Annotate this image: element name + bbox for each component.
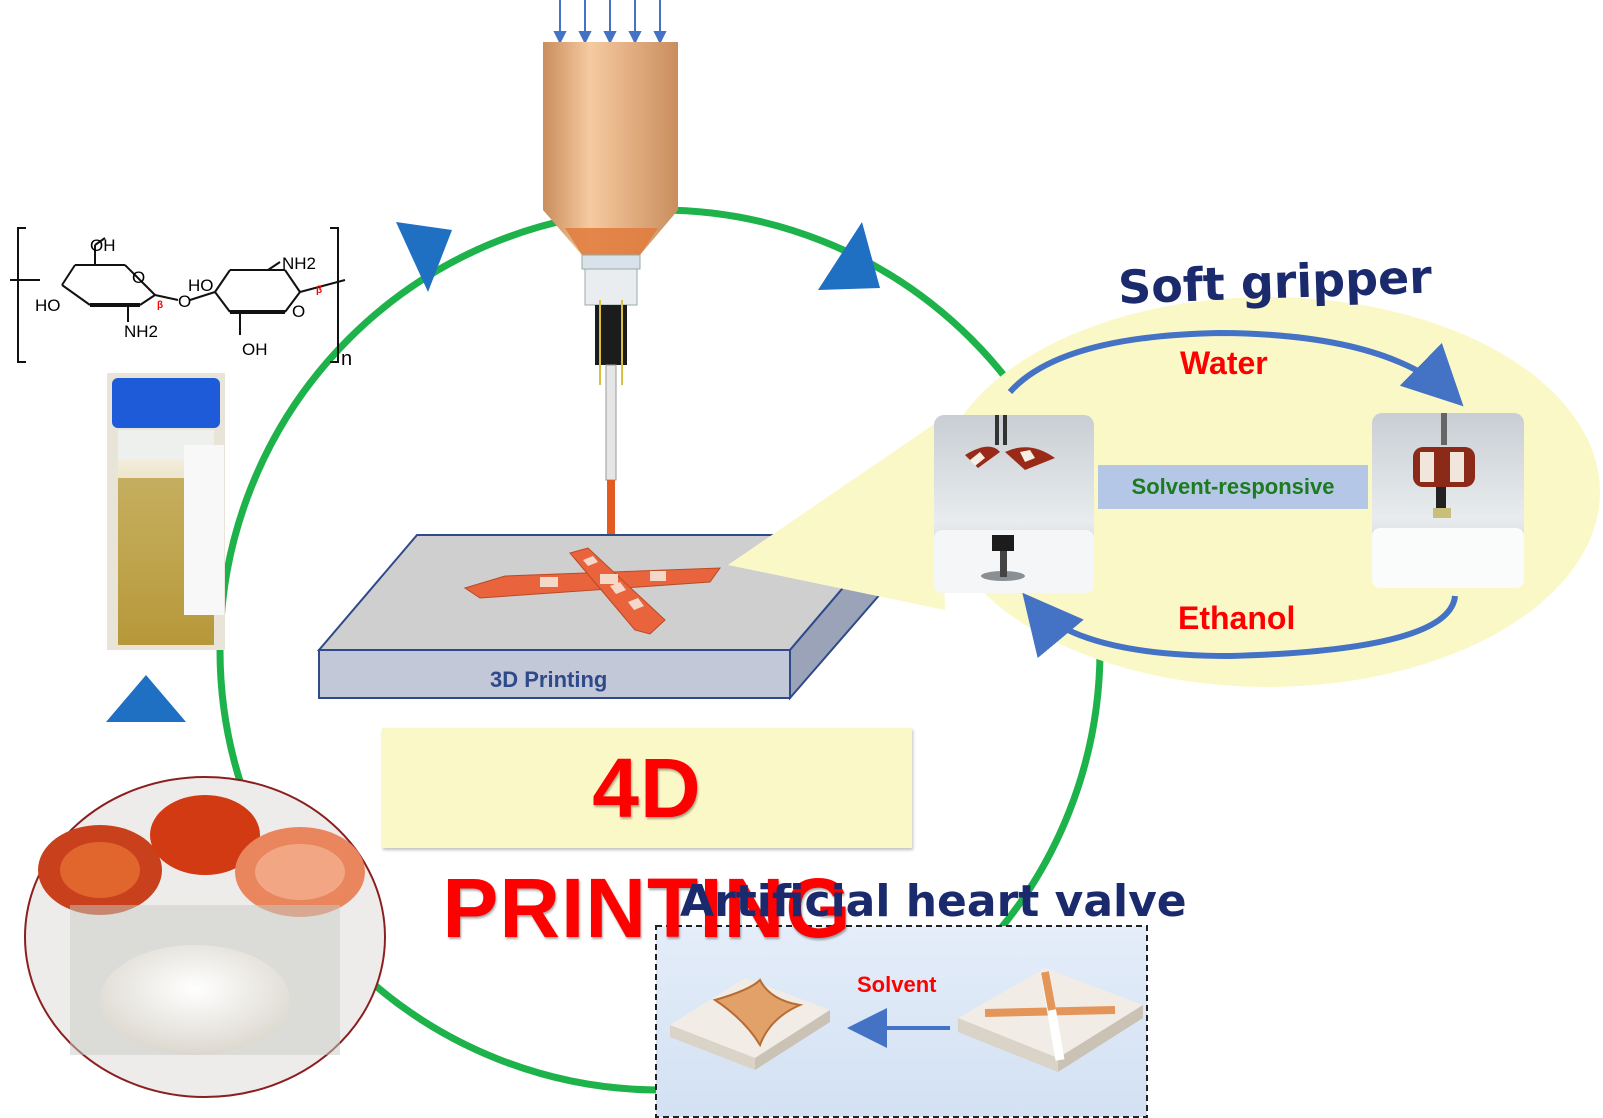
chitosan-structure xyxy=(10,227,346,363)
heart-valve-panel xyxy=(655,925,1148,1118)
gripper-closed-photo xyxy=(1372,413,1524,588)
printer-nozzle xyxy=(543,0,678,560)
gripper-open-photo xyxy=(934,415,1094,593)
solvent-responsive-label: Solvent-responsive xyxy=(1098,465,1368,509)
chem-repeat-n: n xyxy=(341,348,353,370)
chem-ho-mid: HO xyxy=(188,276,214,295)
soft-gripper-title: Soft gripper xyxy=(1117,249,1433,315)
water-label: Water xyxy=(1180,345,1268,381)
cycle-arrow-left xyxy=(396,222,452,292)
ethanol-arrow xyxy=(1022,592,1458,660)
chem-beta-1: β xyxy=(157,300,164,311)
page-title: 4D PRINTING xyxy=(442,741,852,955)
sample-tube xyxy=(107,373,225,650)
water-arrow xyxy=(1007,329,1464,407)
3d-printing-label: 3D Printing xyxy=(490,667,608,692)
chem-oh-bottom: OH xyxy=(242,340,268,359)
title-box: 4D PRINTING xyxy=(382,728,912,955)
chem-o-link: O xyxy=(178,292,192,311)
cycle-arrow-right xyxy=(818,222,880,290)
source-materials xyxy=(24,776,386,1098)
solvent-label: Solvent xyxy=(857,972,937,997)
printed-cross xyxy=(463,547,721,635)
input-arrows xyxy=(553,0,667,45)
chem-nh2-bottom: NH2 xyxy=(124,322,159,341)
ethanol-label: Ethanol xyxy=(1178,600,1296,636)
chem-o-ring1: O xyxy=(132,268,146,287)
chem-nh2-right: NH2 xyxy=(282,254,317,273)
chem-beta-2: β xyxy=(316,285,323,296)
chem-o-ring2: O xyxy=(292,302,306,321)
chem-oh-top: OH xyxy=(90,236,116,255)
chem-ho-left: HO xyxy=(35,296,61,315)
cycle-arrow-bottom-left xyxy=(106,675,186,722)
heart-valve-title: Artificial heart valve xyxy=(680,876,1187,927)
